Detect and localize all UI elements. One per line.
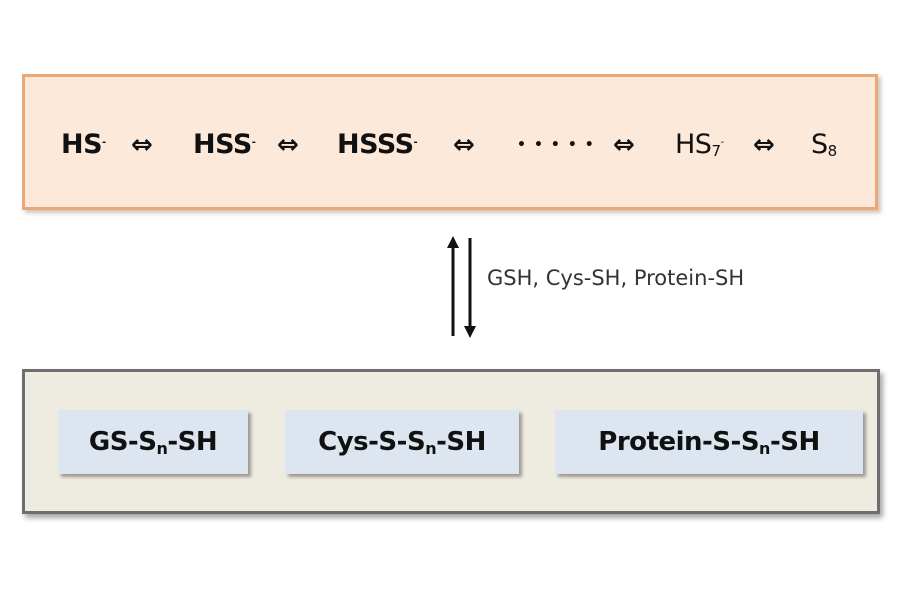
double-arrow-icon: ⇔ — [753, 130, 775, 160]
species-hss: HSS- — [193, 129, 256, 160]
double-arrow-icon: ⇔ — [613, 130, 635, 160]
equilibrium-arrows-icon — [447, 236, 476, 338]
double-arrow-icon: ⇔ — [277, 130, 299, 160]
polysulfide-chain: HS- ⇔ HSS- ⇔ HSSS- ⇔ ••••• ⇔ HS7- ⇔ S8 — [25, 125, 875, 165]
ellipsis: ••••• — [517, 137, 602, 153]
polysulfide-equilibrium-box: HS- ⇔ HSS- ⇔ HSSS- ⇔ ••••• ⇔ HS7- ⇔ S8 — [22, 74, 878, 210]
species-hsss: HSSS- — [337, 129, 418, 160]
species-hs7: HS7- — [675, 129, 724, 160]
species-s8: S8 — [811, 129, 837, 160]
reagents-label: GSH, Cys-SH, Protein-SH — [487, 266, 745, 290]
double-arrow-icon: ⇔ — [453, 130, 475, 160]
double-arrow-icon: ⇔ — [131, 130, 153, 160]
species-hs: HS- — [61, 129, 106, 160]
